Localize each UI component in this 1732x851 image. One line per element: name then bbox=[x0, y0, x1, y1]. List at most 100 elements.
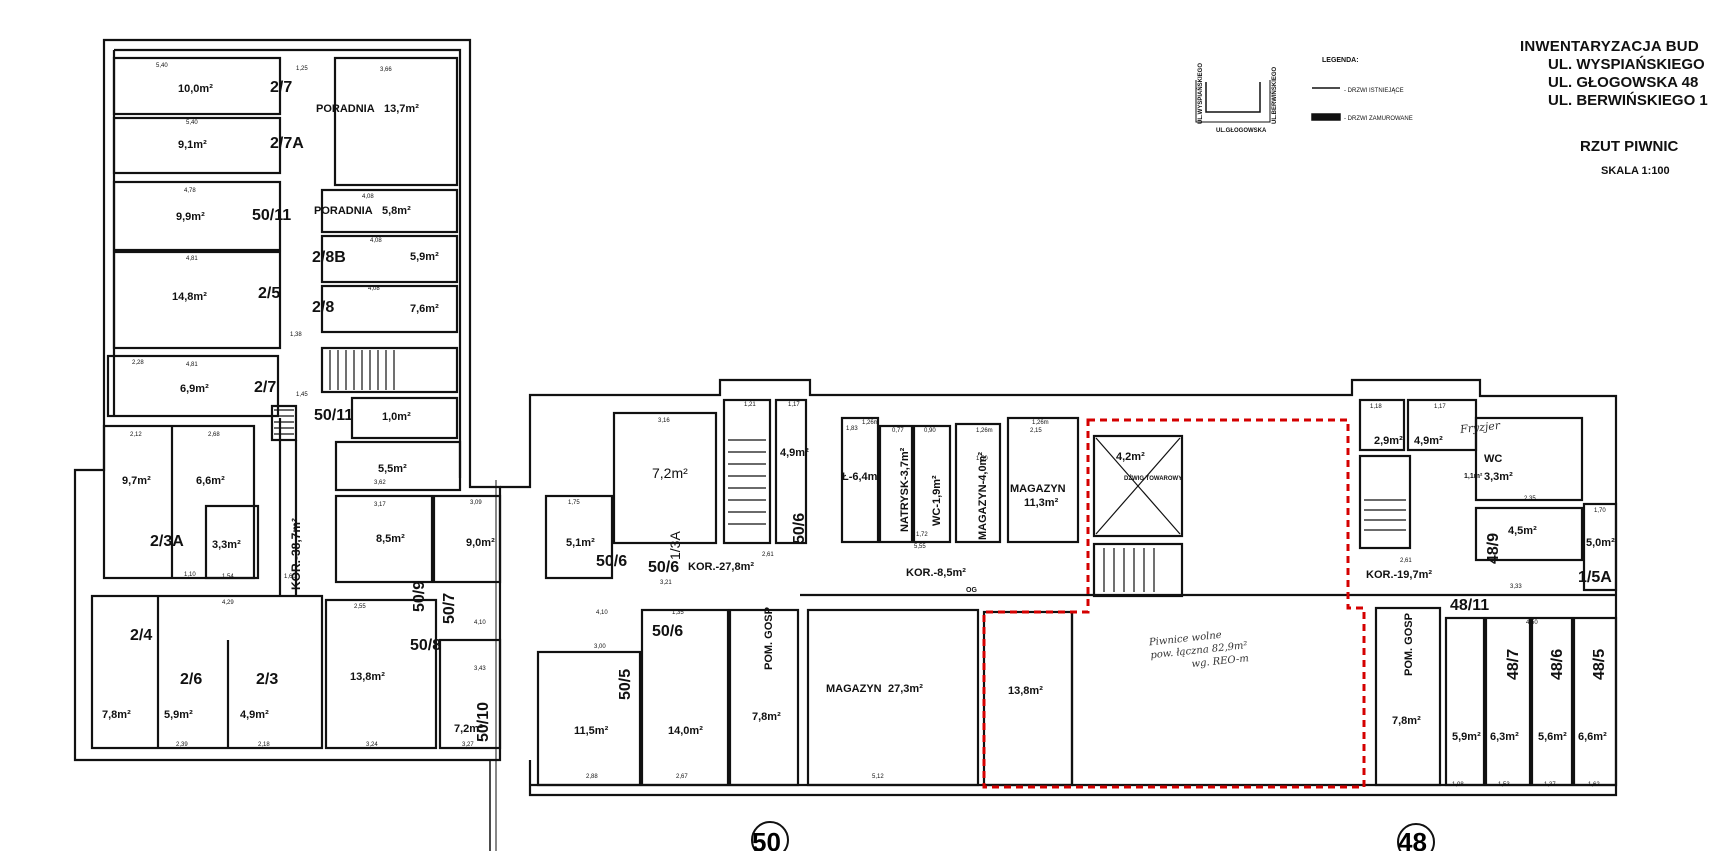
room-r41-code: 48/5 bbox=[1591, 649, 1608, 680]
drawing-title-line-1: INWENTARYZACJA BUD bbox=[1520, 38, 1699, 55]
dim-3: 1,25 bbox=[296, 66, 308, 72]
room-r34-area: 4,9m² bbox=[1414, 435, 1443, 447]
room-r22-outline bbox=[612, 411, 718, 545]
room-r37-area: 5,0m² bbox=[1586, 537, 1615, 549]
room-r2-area: 9,1m² bbox=[178, 139, 207, 151]
room-labels: 10,0m² 2/7 9,1m² 2/7A PORADNIA 13,7m² 9,… bbox=[102, 79, 1615, 743]
stair-treads bbox=[274, 350, 1406, 592]
dim-10: 2,28 bbox=[132, 360, 144, 366]
room-r37-code: 1/5A bbox=[1578, 569, 1612, 586]
dim-54: 2,35 bbox=[1524, 496, 1536, 502]
wc-small-area: 1,1m² bbox=[1464, 473, 1483, 480]
axis-48-circle bbox=[1397, 823, 1435, 851]
room-r26-area: 14,0m² bbox=[668, 725, 703, 737]
room-r11-outline bbox=[102, 424, 256, 580]
wc19-label: WC-1,9m² bbox=[931, 475, 943, 526]
plan-scale: SKALA 1:100 bbox=[1601, 165, 1670, 177]
dim-30: 3,00 bbox=[594, 644, 606, 650]
legend-street-bottom: UL.GŁOGOWSKA bbox=[1216, 128, 1267, 134]
dim-49: 1,37 bbox=[1544, 782, 1556, 788]
dim-58: 1,38 bbox=[290, 332, 302, 338]
left-wing-inner-wall bbox=[114, 48, 462, 478]
room-r25-code: 50/5 bbox=[617, 669, 634, 700]
room-r8-outline bbox=[320, 284, 459, 334]
room-r6-code: 2/5 bbox=[258, 285, 280, 302]
room-r11-area: 9,7m² bbox=[122, 475, 151, 487]
rotated-labels: KOR.-38,7m² NATRYSK-3,7m² WC-1,9m² MAGAZ… bbox=[289, 63, 1608, 742]
room-r28-outline bbox=[806, 608, 980, 787]
room-r18-outline bbox=[438, 638, 502, 750]
room-r41-area: 6,6m² bbox=[1578, 731, 1607, 743]
dim-19: 0,90 bbox=[924, 428, 936, 434]
room-r24-code: 50/6 bbox=[596, 553, 627, 570]
room-r24-area: 5,1m² bbox=[566, 537, 595, 549]
dim-12: 2,12 bbox=[130, 432, 142, 438]
wall-lines bbox=[73, 38, 1618, 851]
dim-59: 1,45 bbox=[296, 392, 308, 398]
room-r30-area: 4,2m² bbox=[1116, 451, 1145, 463]
stair-c-outline bbox=[722, 398, 772, 545]
dim-14: 3,16 bbox=[658, 418, 670, 424]
room-r25-area: 11,5m² bbox=[574, 725, 609, 737]
room-r17-outline bbox=[324, 598, 438, 750]
room-r7-area: 5,9m² bbox=[410, 251, 439, 263]
room-l64-outline bbox=[840, 416, 880, 544]
dim-15: 1,21 bbox=[744, 402, 756, 408]
room-r10-area: 1,0m² bbox=[382, 411, 411, 423]
room-r22-code: 1/3A bbox=[667, 531, 683, 560]
dim-61: 1,26m bbox=[976, 428, 993, 434]
room-r16-area: 9,0m² bbox=[466, 537, 495, 549]
dim-9: 4,08 bbox=[368, 286, 380, 292]
room-r26-code: 50/6 bbox=[652, 623, 683, 640]
stair-b-outline bbox=[270, 404, 298, 442]
room-r40-code: 48/6 bbox=[1549, 649, 1566, 680]
dim-11: 4,81 bbox=[186, 362, 198, 368]
room-r9-area: 6,9m² bbox=[180, 383, 209, 395]
room-r22-area: 7,2m² bbox=[652, 465, 688, 481]
dim-56: 3,33 bbox=[1510, 584, 1522, 590]
room-r31-outline bbox=[982, 610, 1074, 787]
room-r40-outline bbox=[1530, 616, 1574, 787]
dim-18: 0,77 bbox=[892, 428, 904, 434]
dim-57: 2,61 bbox=[1400, 558, 1412, 564]
dim-60: 1,26m bbox=[862, 420, 879, 426]
dim-33: 4,29 bbox=[222, 600, 234, 606]
corridor-19-7: KOR.-19,7m² bbox=[1366, 569, 1432, 581]
room-r12-area: 6,6m² bbox=[196, 475, 225, 487]
axis-50-circle bbox=[751, 821, 789, 851]
dim-42: 2,39 bbox=[176, 742, 188, 748]
room-r1-area: 10,0m² bbox=[178, 83, 213, 95]
room-r23-code: 50/6 bbox=[791, 513, 808, 544]
room-r28-area: 27,3m² bbox=[888, 683, 923, 695]
dim-7: 4,81 bbox=[186, 256, 198, 262]
corridor-38-7: KOR.-38,7m² bbox=[289, 518, 303, 590]
axis-48-label: 48 bbox=[1398, 827, 1427, 851]
dim-16: 1,17 bbox=[788, 402, 800, 408]
dim-50: 1,62 bbox=[1588, 782, 1600, 788]
corridor-8-5: KOR.-8,5m² bbox=[906, 567, 966, 579]
axis-50-label: 50 bbox=[752, 827, 781, 851]
room-r15-outline bbox=[334, 494, 434, 584]
room-r9-outline bbox=[106, 354, 280, 418]
room-r33-outline bbox=[1358, 398, 1406, 452]
dim-36: 1,60 bbox=[284, 574, 296, 580]
room-r19-area: 7,8m² bbox=[102, 709, 131, 721]
dim-6: 4,08 bbox=[362, 194, 374, 200]
dim-23: 3,17 bbox=[374, 502, 386, 508]
room-r3-area: 13,7m² bbox=[384, 103, 419, 115]
room-r14-area: 5,5m² bbox=[378, 463, 407, 475]
dim-34: 1,10 bbox=[184, 572, 196, 578]
room-r27-name: POM. GOSP bbox=[763, 607, 775, 670]
room-r6-area: 14,8m² bbox=[172, 291, 207, 303]
room-magazyn40-outline bbox=[954, 422, 1002, 544]
room-r17-area: 13,8m² bbox=[350, 671, 385, 683]
dim-53: 1,70 bbox=[1594, 508, 1606, 514]
code-50-9: 50/9 bbox=[411, 581, 428, 612]
room-r31-area: 13,8m² bbox=[1008, 685, 1043, 697]
dim-2: 3,66 bbox=[380, 67, 392, 73]
dim-52: 1,17 bbox=[1434, 404, 1446, 410]
room-r26-outline bbox=[640, 608, 730, 787]
room-r32-area: 7,8m² bbox=[1392, 715, 1421, 727]
room-r24-outline bbox=[544, 494, 614, 580]
